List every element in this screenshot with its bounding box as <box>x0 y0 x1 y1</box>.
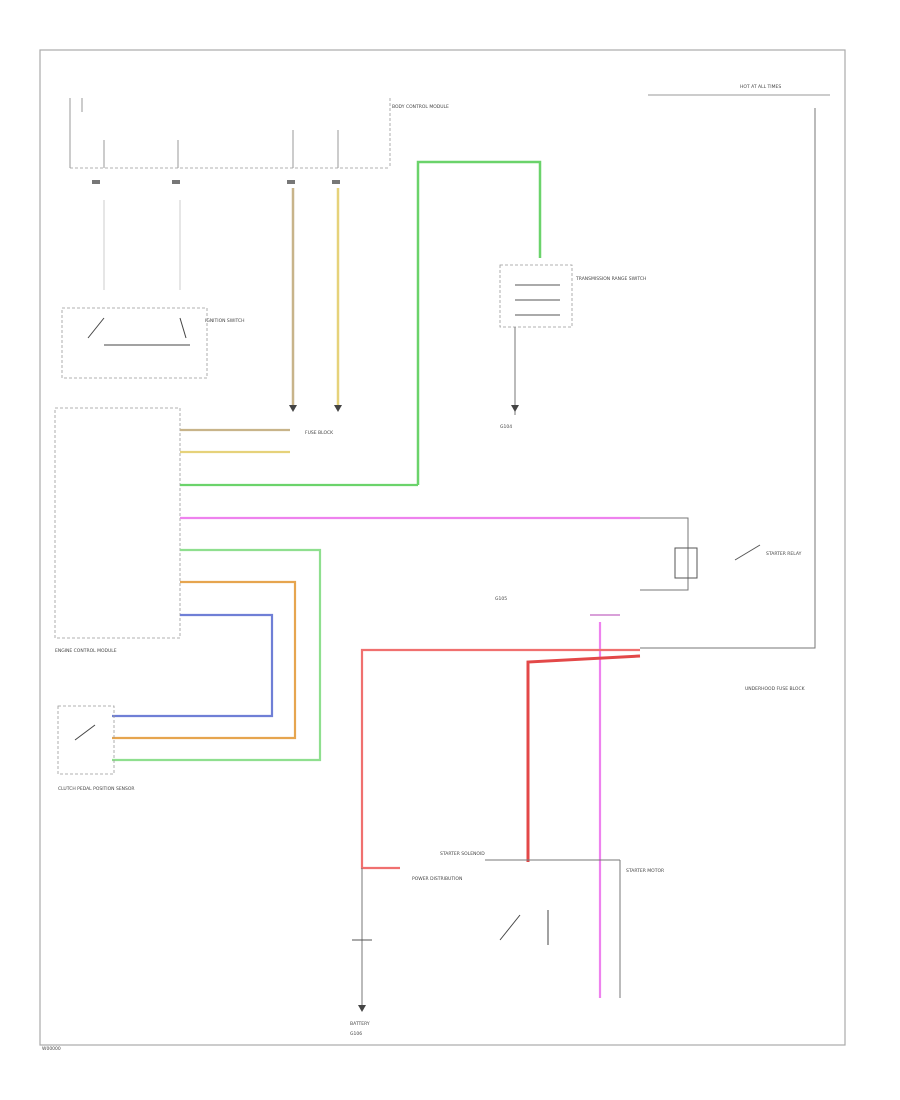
top-module: BODY CONTROL MODULE <box>69 98 449 169</box>
starter-relay: STARTER RELAY <box>674 544 802 579</box>
ground-b-label: G105 <box>495 596 507 602</box>
clutch-switch: CLUTCH PEDAL POSITION SENSOR <box>57 705 135 792</box>
hot-feed: HOT AT ALL TIMES <box>640 84 830 649</box>
ecm-wires <box>112 428 689 762</box>
ground-a-label: G104 <box>500 424 512 430</box>
diagram-frame <box>39 49 846 1046</box>
starter-solenoid-label: STARTER SOLENOID <box>440 851 485 857</box>
starter-motor-label: STARTER MOTOR <box>626 868 664 874</box>
starter-motor: STARTER MOTOR STARTER SOLENOID <box>440 851 664 998</box>
wire-green-top <box>416 160 542 485</box>
hot-at-all-times-label: HOT AT ALL TIMES <box>740 84 781 90</box>
wire-darkred <box>526 654 641 862</box>
clutch-switch-label: CLUTCH PEDAL POSITION SENSOR <box>58 786 135 792</box>
ecm-main: ENGINE CONTROL MODULE <box>54 407 181 654</box>
ignition-switch-label: IGNITION SWITCH <box>205 318 245 324</box>
battery-label: BATTERY <box>350 1021 370 1027</box>
battery-circuit: POWER DISTRIBUTION BATTERY G106 <box>350 868 462 1037</box>
wire-red <box>360 648 640 870</box>
footer-code: W00000 <box>42 1046 61 1052</box>
power-dist-label: POWER DISTRIBUTION <box>412 876 462 882</box>
underhood-fuse-label: UNDERHOOD FUSE BLOCK <box>745 686 806 692</box>
module-label: BODY CONTROL MODULE <box>392 104 449 110</box>
fuse-block-label: FUSE BLOCK <box>305 430 334 436</box>
ground-c-label: G106 <box>350 1031 362 1037</box>
trans-range-label: TRANSMISSION RANGE SWITCH <box>575 276 646 282</box>
trans-range-switch: TRANSMISSION RANGE SWITCH G104 <box>499 264 646 430</box>
top-pins <box>92 180 340 184</box>
starter-relay-label: STARTER RELAY <box>766 551 802 557</box>
ecm-main-label: ENGINE CONTROL MODULE <box>55 648 117 654</box>
ignition-switch: IGNITION SWITCH <box>61 200 245 379</box>
